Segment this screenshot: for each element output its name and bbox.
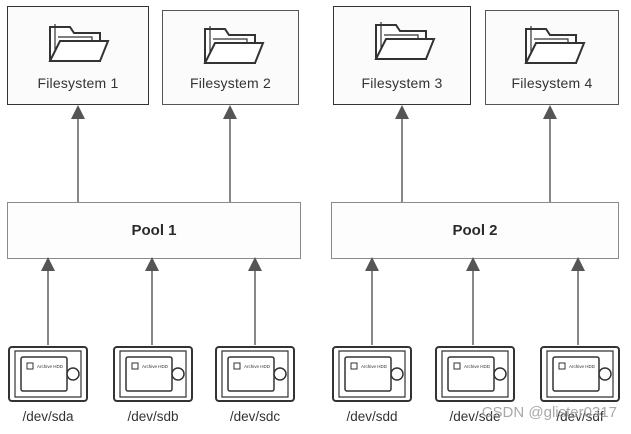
hard-drive-icon: Archive HDD [215, 346, 295, 402]
svg-text:Archive HDD: Archive HDD [244, 364, 271, 369]
filesystem-3-label: Filesystem 3 [361, 75, 443, 91]
hard-drive-icon: Archive HDD [540, 346, 620, 402]
folder-icon [374, 22, 436, 60]
folder-icon [203, 26, 265, 64]
device-label-sde: /dev/sde [449, 409, 501, 424]
hard-drive-icon: Archive HDD [8, 346, 88, 402]
filesystem-2-label: Filesystem 2 [190, 75, 271, 91]
device-label-sda: /dev/sda [22, 409, 74, 424]
device-label-sdc: /dev/sdc [229, 409, 281, 424]
hard-drive-icon: Archive HDD [435, 346, 515, 402]
hard-drive-icon: Archive HDD [332, 346, 412, 402]
svg-text:Archive HDD: Archive HDD [569, 364, 596, 369]
filesystem-4-box: Filesystem 4 [485, 10, 619, 105]
svg-text:Archive HDD: Archive HDD [361, 364, 388, 369]
pool-1-label: Pool 1 [131, 222, 177, 239]
folder-icon [524, 26, 586, 64]
device-label-sdf: /dev/sdf [556, 409, 604, 424]
folder-icon [48, 24, 110, 62]
svg-text:Archive HDD: Archive HDD [464, 364, 491, 369]
pool-2-label: Pool 2 [452, 222, 498, 239]
hard-drive-icon: Archive HDD [113, 346, 193, 402]
svg-text:Archive HDD: Archive HDD [37, 364, 64, 369]
device-label-sdb: /dev/sdb [127, 409, 179, 424]
filesystem-2-box: Filesystem 2 [162, 10, 299, 105]
pool-1-box: Pool 1 [7, 202, 301, 259]
watermark-text: CSDN @glister0317 [481, 404, 617, 421]
svg-text:Archive HDD: Archive HDD [142, 364, 169, 369]
filesystem-4-label: Filesystem 4 [511, 75, 593, 91]
filesystem-1-box: Filesystem 1 [7, 6, 149, 105]
device-label-sdd: /dev/sdd [346, 409, 398, 424]
filesystem-3-box: Filesystem 3 [333, 6, 471, 105]
filesystem-1-label: Filesystem 1 [37, 75, 119, 91]
